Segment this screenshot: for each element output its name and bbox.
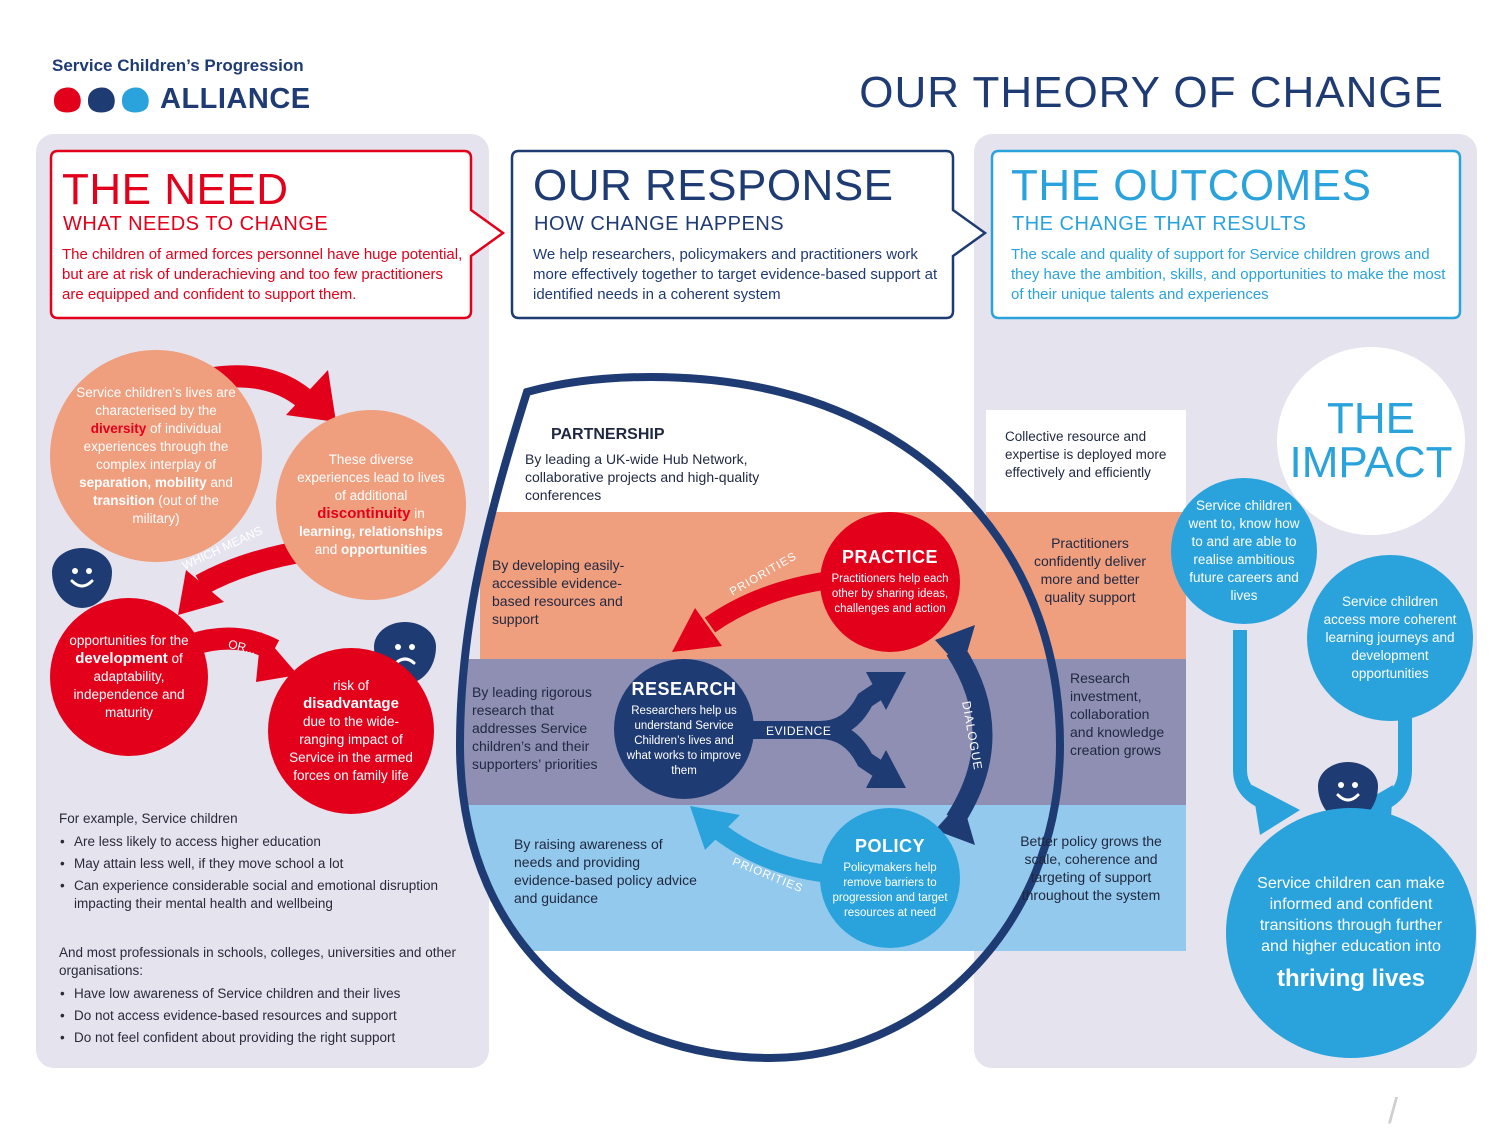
diversity-tail: (out of the military) [132,493,220,526]
brand-name-line1: Service Children’s Progression [52,56,304,75]
research-title: RESEARCH [631,679,737,699]
impact-circle-1-text: Service children went to, know how to an… [1188,498,1300,603]
discontinuity-emph: discontinuity [317,505,411,522]
disadvantage-text-pre: risk of [332,678,369,693]
discontinuity-and: and [314,542,338,557]
outcomes-title: THE OUTCOMES [1011,161,1372,210]
impact-final-text: Service children can make informed and c… [1257,875,1445,955]
response-subtitle: HOW CHANGE HAPPENS [534,213,785,235]
discontinuity-emph2: learning, relationships [298,524,444,539]
evidence-label: EVIDENCE [766,724,832,738]
diversity-emph2: separation, mobility [79,475,207,490]
discontinuity-circle: These diverse experiences lead to lives … [276,410,466,600]
need-body: The children of armed forces personnel h… [62,246,463,303]
diversity-text-post: of individual experiences through the co… [83,421,229,472]
development-emph: development [75,650,168,667]
page-marker: / [1388,1090,1399,1131]
policy-body: Policymakers help remove barriers to pro… [832,861,948,919]
partnership-title: PARTNERSHIP [551,426,665,443]
impact-circle-2: Service children access more coherent le… [1307,555,1473,721]
list-item: Can experience considerable social and e… [60,875,474,913]
policy-node: POLICY Policymakers help remove barriers… [820,808,960,948]
impact-title-line1: THE [1327,394,1415,443]
need-title: THE NEED [62,165,289,214]
examples-intro2: And most professionals in schools, colle… [59,945,456,978]
discontinuity-emph3: opportunities [341,542,428,557]
outcomes-subtitle: THE CHANGE THAT RESULTS [1012,213,1307,235]
list-item: May attain less well, if they move schoo… [60,853,474,875]
list-item: Are less likely to access higher educati… [60,831,474,853]
diversity-and: and [210,475,233,490]
list-item: Do not access evidence-based resources a… [60,1005,474,1027]
impact-final-circle: Service children can make informed and c… [1226,808,1476,1058]
disadvantage-emph: disadvantage [303,695,399,712]
development-circle: opportunities for the development of ada… [50,598,208,756]
research-body: Researchers help us understand Service C… [626,705,742,777]
impact-title-circle: THE IMPACT [1277,347,1465,535]
impact-circle-2-text: Service children access more coherent le… [1323,594,1457,681]
outcome-research-text: Research investment, collaboration and k… [1070,670,1165,758]
practice-body: Practitioners help each other by sharing… [831,573,949,615]
diversity-emph3: transition [92,493,155,508]
diversity-emph: diversity [90,421,147,436]
discontinuity-text-pre: These diverse experiences lead to lives … [297,452,445,503]
development-text-post: of adaptability, independence and maturi… [73,651,185,720]
list-item: Have low awareness of Service children a… [60,983,474,1005]
disadvantage-circle: risk of disadvantage due to the wide-ran… [268,648,434,814]
partnership-body: By leading a UK-wide Hub Network, collab… [525,451,760,503]
outcomes-body: The scale and quality of support for Ser… [1011,246,1446,303]
impact-title-line2: IMPACT [1289,438,1453,487]
brand-name-line2: ALLIANCE [160,83,311,115]
outcome-practice-text: Practitioners confidently deliver more a… [1033,535,1147,605]
brand-logo: Service Children’s Progression ALLIANCE [52,56,352,116]
impact-circle-1: Service children went to, know how to an… [1171,478,1317,624]
outcome-policy-text: Better policy grows the scale, coherence… [1020,833,1162,903]
list-item: Do not feel confident about providing th… [60,1027,474,1049]
development-text-pre: opportunities for the [69,633,189,648]
examples-list: Are less likely to access higher educati… [58,831,474,913]
callout-outlines [49,149,1462,320]
need-subtitle: WHAT NEEDS TO CHANGE [63,213,329,235]
happy-face-icon [52,548,112,608]
impact-final-emph: thriving lives [1276,965,1426,992]
policy-band-text: By raising awareness of needs and provid… [514,836,697,906]
outcome-partnership-text: Collective resource and expertise is dep… [1005,429,1167,480]
response-body: We help researchers, policymakers and pr… [533,246,938,303]
examples-intro: For example, Service children [59,811,238,826]
discontinuity-mid: in [414,506,425,521]
brand-dots-icon [54,87,149,113]
policy-title: POLICY [854,835,925,856]
page-title: OUR THEORY OF CHANGE [859,68,1444,117]
research-node: RESEARCH Researchers help us understand … [614,659,754,799]
diversity-text-pre: Service children’s lives are characteris… [76,385,236,418]
diversity-circle: Service children’s lives are characteris… [50,350,262,562]
disadvantage-text-post: due to the wide-ranging impact of Servic… [289,714,413,783]
practice-band-text: By developing easily-accessible evidence… [492,557,625,627]
response-title: OUR RESPONSE [533,161,894,210]
examples-list2: Have low awareness of Service children a… [58,983,474,1049]
research-band-text: By leading rigorous research that addres… [472,684,598,772]
practice-node: PRACTICE Practitioners help each other b… [820,512,960,652]
practice-title: PRACTICE [841,547,938,567]
